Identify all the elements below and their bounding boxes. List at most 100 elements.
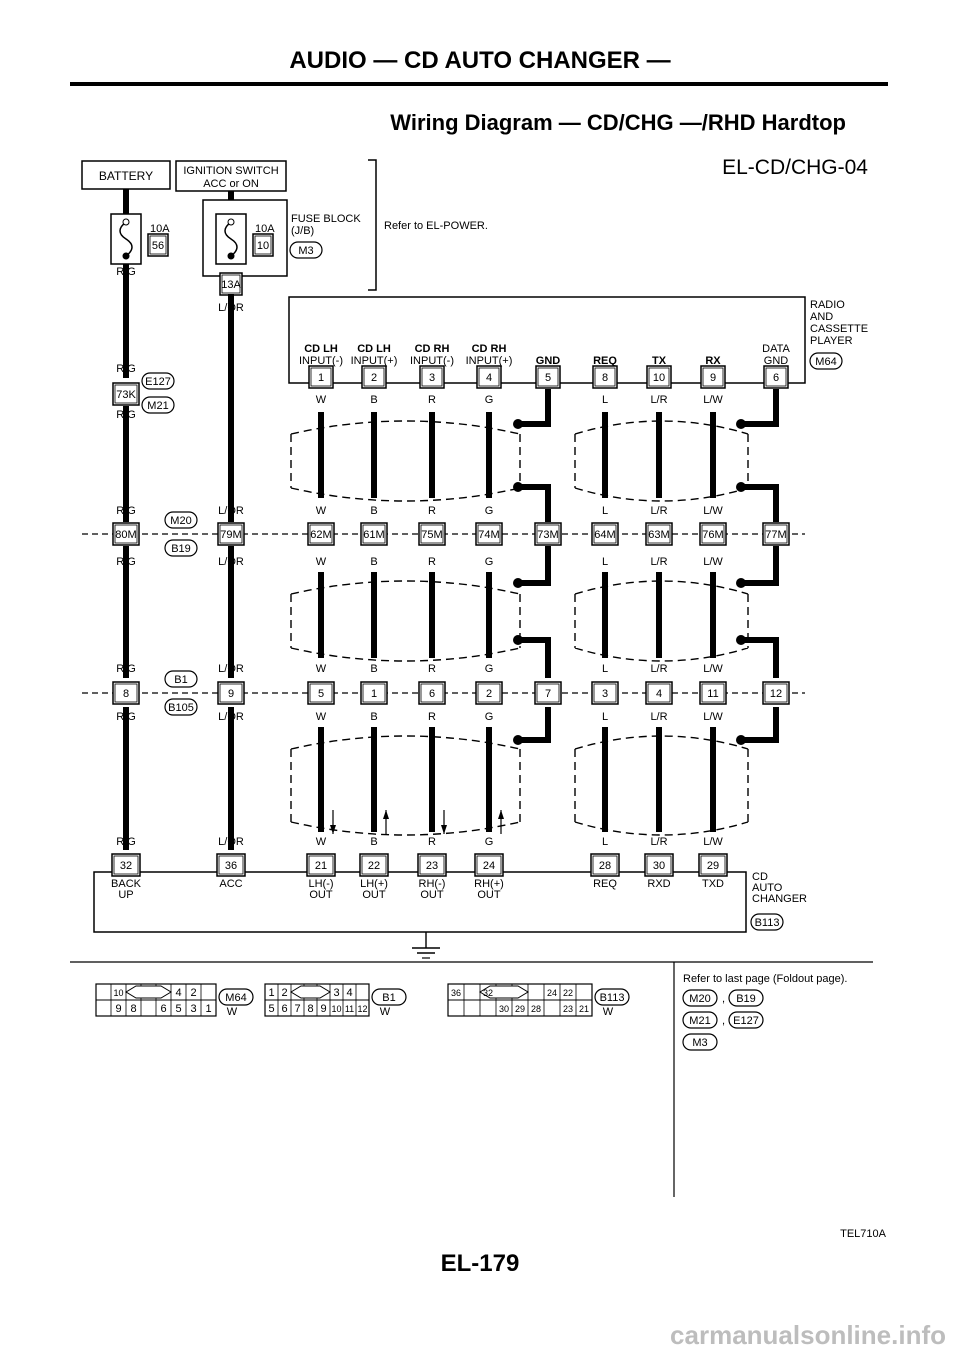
- wire-color-l: L: [602, 836, 608, 848]
- radio-pin-label-6-b: TX: [652, 355, 667, 367]
- changer-pin-30-inner: [646, 855, 672, 875]
- fuse-block-conn: M3: [298, 245, 313, 257]
- row-b-term-3-box: [591, 681, 619, 705]
- changer-pin-28-box: [590, 853, 620, 877]
- wire-color-b: B: [370, 711, 377, 723]
- wire-color-b: B: [370, 394, 377, 406]
- radio-name-2: CASSETTE: [810, 323, 868, 335]
- fuse-10-num-inner: [254, 235, 272, 255]
- radio-pin-label-4-b: GND: [536, 355, 561, 367]
- drain-data-4: [741, 707, 779, 743]
- wire-color-r: R: [428, 505, 436, 517]
- radio-pin-label-0-b: INPUT(-): [299, 355, 343, 367]
- wire-color-lr: L/R: [650, 505, 667, 517]
- row-b-term-6-box: [418, 681, 446, 705]
- wire-color-l: L: [602, 556, 608, 568]
- fuse-10-terminal-bottom: [227, 252, 235, 260]
- wire-color-r: R: [428, 711, 436, 723]
- wire-color-lw: L/W: [703, 711, 723, 723]
- row-m-term-79M-box: [217, 522, 245, 546]
- changer-label-2-a: LH(-): [308, 878, 333, 890]
- changer-label-5-a: RH(+): [474, 878, 504, 890]
- diagram-title: Wiring Diagram — CD/CHG —/RHD Hardtop: [390, 110, 846, 135]
- radio-pin-5-inner: [537, 367, 559, 387]
- conn-face-b1-id: B1: [382, 992, 395, 1004]
- changer-pin-36: 36: [225, 860, 237, 872]
- conn-face-m64-pin-10: 10: [113, 988, 123, 998]
- wire-color-g: G: [485, 505, 494, 517]
- section-title: AUDIO — CD AUTO CHANGER —: [289, 47, 671, 74]
- changer-label-8-a: TXD: [702, 878, 724, 890]
- radio-pin-4-box: [476, 365, 502, 389]
- changer-pin-22-inner: [361, 855, 387, 875]
- wire-color-g: G: [485, 836, 494, 848]
- foldout-conn-0-b: B19: [736, 993, 756, 1005]
- fuse-block-term-inner: [221, 274, 241, 294]
- changer-pin-22-box: [359, 853, 389, 877]
- drain-gnd-3: [518, 637, 551, 678]
- conn-face-b113-id: B113: [600, 992, 625, 1004]
- wire-color-w: W: [316, 711, 327, 723]
- radio-pin-10: 10: [653, 372, 665, 384]
- radio-pin-label-3-b: INPUT(+): [466, 355, 513, 367]
- wire-color-g: G: [485, 711, 494, 723]
- radio-conn: M64: [815, 356, 836, 368]
- row-m-term-76M-inner: [701, 524, 725, 544]
- drain-gnd-4: [518, 707, 551, 743]
- conn-face-b1-pin-4: 4: [346, 987, 352, 999]
- radio-pin-10-box: [646, 365, 672, 389]
- changer-pin-21-inner: [308, 855, 334, 875]
- row-m-term-64M-box: [591, 522, 619, 546]
- radio-pin-3-inner: [421, 367, 443, 387]
- radio-pin-9-inner: [702, 367, 724, 387]
- row-m-term-76M-box: [699, 522, 727, 546]
- fuse-block-term: 13A: [221, 279, 241, 291]
- conn-face-b113-pin-30: 30: [499, 1004, 509, 1014]
- changer-pin-28-inner: [592, 855, 618, 875]
- row-b-term-7-box: [534, 681, 562, 705]
- row-m-conn-top: M20: [170, 515, 191, 527]
- row-b-term-4-inner: [647, 683, 671, 703]
- row-m-term-63M-inner: [647, 524, 671, 544]
- wire-color-b: B: [370, 663, 377, 675]
- radio-pin-3: 3: [429, 372, 435, 384]
- radio-pin-1-box: [308, 365, 334, 389]
- drain-data-dot-2: [736, 578, 746, 588]
- wire-color-g: G: [485, 394, 494, 406]
- row-m-term-80M-inner: [114, 524, 138, 544]
- signal-arrow-0: [330, 825, 336, 834]
- changer-pin-30-box: [644, 853, 674, 877]
- radio-pin-label-3-a: CD RH: [472, 343, 507, 355]
- changer-pin-21-box: [306, 853, 336, 877]
- wire-color-g: G: [485, 556, 494, 568]
- drain-data-0: [741, 389, 779, 427]
- changer-pin-24: 24: [483, 860, 495, 872]
- conn-m21-oval: [141, 396, 175, 414]
- radio-pin-9-box: [700, 365, 726, 389]
- radio-conn-oval: [809, 352, 843, 370]
- conn-face-m64-id: M64: [225, 992, 246, 1004]
- conn-m21: M21: [147, 400, 168, 412]
- wire-color-b: B: [370, 505, 377, 517]
- radio-pin-8-box: [592, 365, 618, 389]
- conn-e127-oval: [141, 372, 175, 390]
- changer-pin-21: 21: [315, 860, 327, 872]
- wire-color-r: R: [428, 836, 436, 848]
- changer-label-7-a: RXD: [647, 878, 670, 890]
- foldout-conn-1-b-oval: [728, 1011, 764, 1029]
- radio-pin-10-inner: [648, 367, 670, 387]
- drain-gnd-dot-3: [513, 635, 523, 645]
- conn-face-b113-id-oval: [594, 988, 630, 1006]
- row-b-term-9: 9: [228, 688, 234, 700]
- row-b-term-8-box: [112, 681, 140, 705]
- changer-pin-23-inner: [419, 855, 445, 875]
- row-b-term-5-box: [307, 681, 335, 705]
- conn-face-m64-pin-1: 1: [205, 1003, 211, 1015]
- drain-data-dot-4: [736, 735, 746, 745]
- foldout-comma-0: ,: [722, 993, 725, 1005]
- changer-pin-24-box: [474, 853, 504, 877]
- foldout-conn-1-b: E127: [733, 1015, 759, 1027]
- row-m-term-75M-box: [418, 522, 446, 546]
- drain-data-2: [741, 546, 779, 586]
